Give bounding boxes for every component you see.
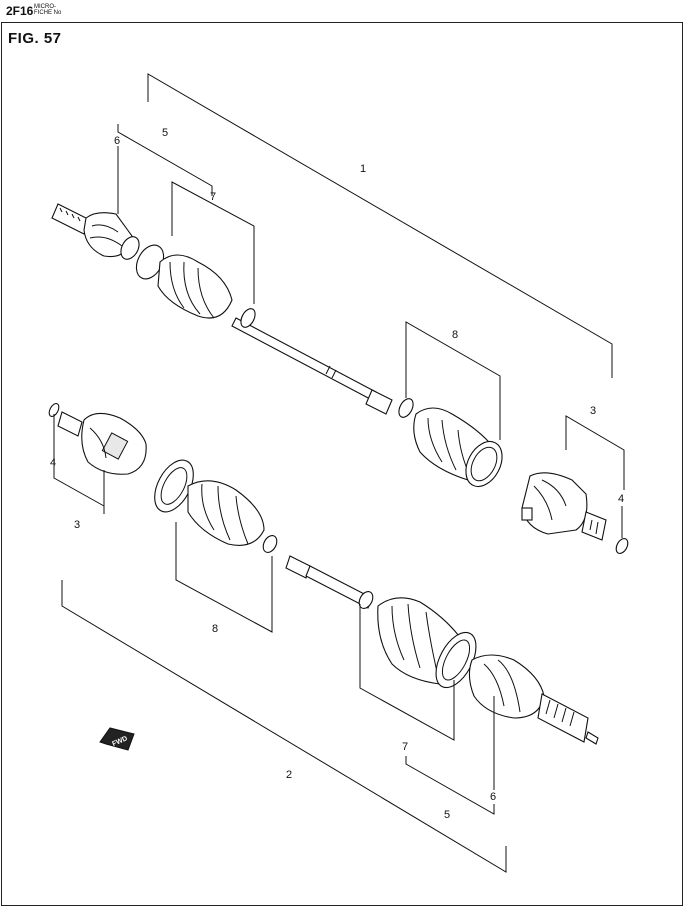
upper-inner-boot [413, 407, 503, 488]
callout-7-bottom: 7 [402, 741, 408, 753]
forward-direction-arrow-icon: FWD [99, 727, 135, 751]
microfiche-label: MICRO- FICHE No [34, 4, 61, 16]
upper-drive-shaft [231, 317, 377, 401]
callout-8-bottom: 8 [212, 623, 218, 635]
lower-outer-boot [377, 597, 477, 689]
lower-inner-housing [48, 402, 147, 475]
upper-outer-boot [120, 236, 256, 328]
bracket-8-top [405, 321, 501, 440]
bracket-5-bottom [405, 756, 495, 815]
bracket-7-bottom [359, 604, 455, 741]
callout-4-left: 4 [50, 457, 56, 469]
callout-6-bottom: 6 [490, 791, 496, 803]
upper-inner-spline-end [365, 389, 414, 418]
figure-frame [1, 22, 683, 906]
bracket-7-top [171, 181, 255, 304]
microfiche-label-line1: MICRO- [34, 4, 56, 10]
bracket-1 [147, 73, 613, 378]
upper-inner-housing [521, 472, 629, 554]
callout-1: 1 [360, 163, 366, 175]
lower-outer-joint [468, 654, 599, 745]
callout-5-bottom: 5 [444, 809, 450, 821]
callout-8-top: 8 [452, 329, 458, 341]
microfiche-label-line2: FICHE No [34, 10, 62, 16]
callout-3-top: 3 [590, 405, 596, 417]
bracket-4-left [53, 414, 105, 507]
bracket-5-top [117, 124, 213, 196]
callout-3-left: 3 [74, 519, 80, 531]
callout-7-top: 7 [210, 191, 216, 203]
lower-drive-shaft [285, 555, 374, 609]
bracket-3-top [565, 415, 625, 490]
figure-title: FIG. 57 [8, 30, 62, 47]
callout-6-top: 6 [114, 135, 120, 147]
bracket-2 [61, 580, 507, 873]
upper-outer-spline-stub [51, 203, 91, 235]
microfiche-code: 2F16 [6, 4, 34, 18]
callout-4-right: 4 [618, 493, 624, 505]
bracket-8-bottom [175, 522, 273, 633]
lower-inner-boot [154, 459, 278, 553]
callout-5-top: 5 [162, 127, 168, 139]
callout-2: 2 [286, 769, 292, 781]
